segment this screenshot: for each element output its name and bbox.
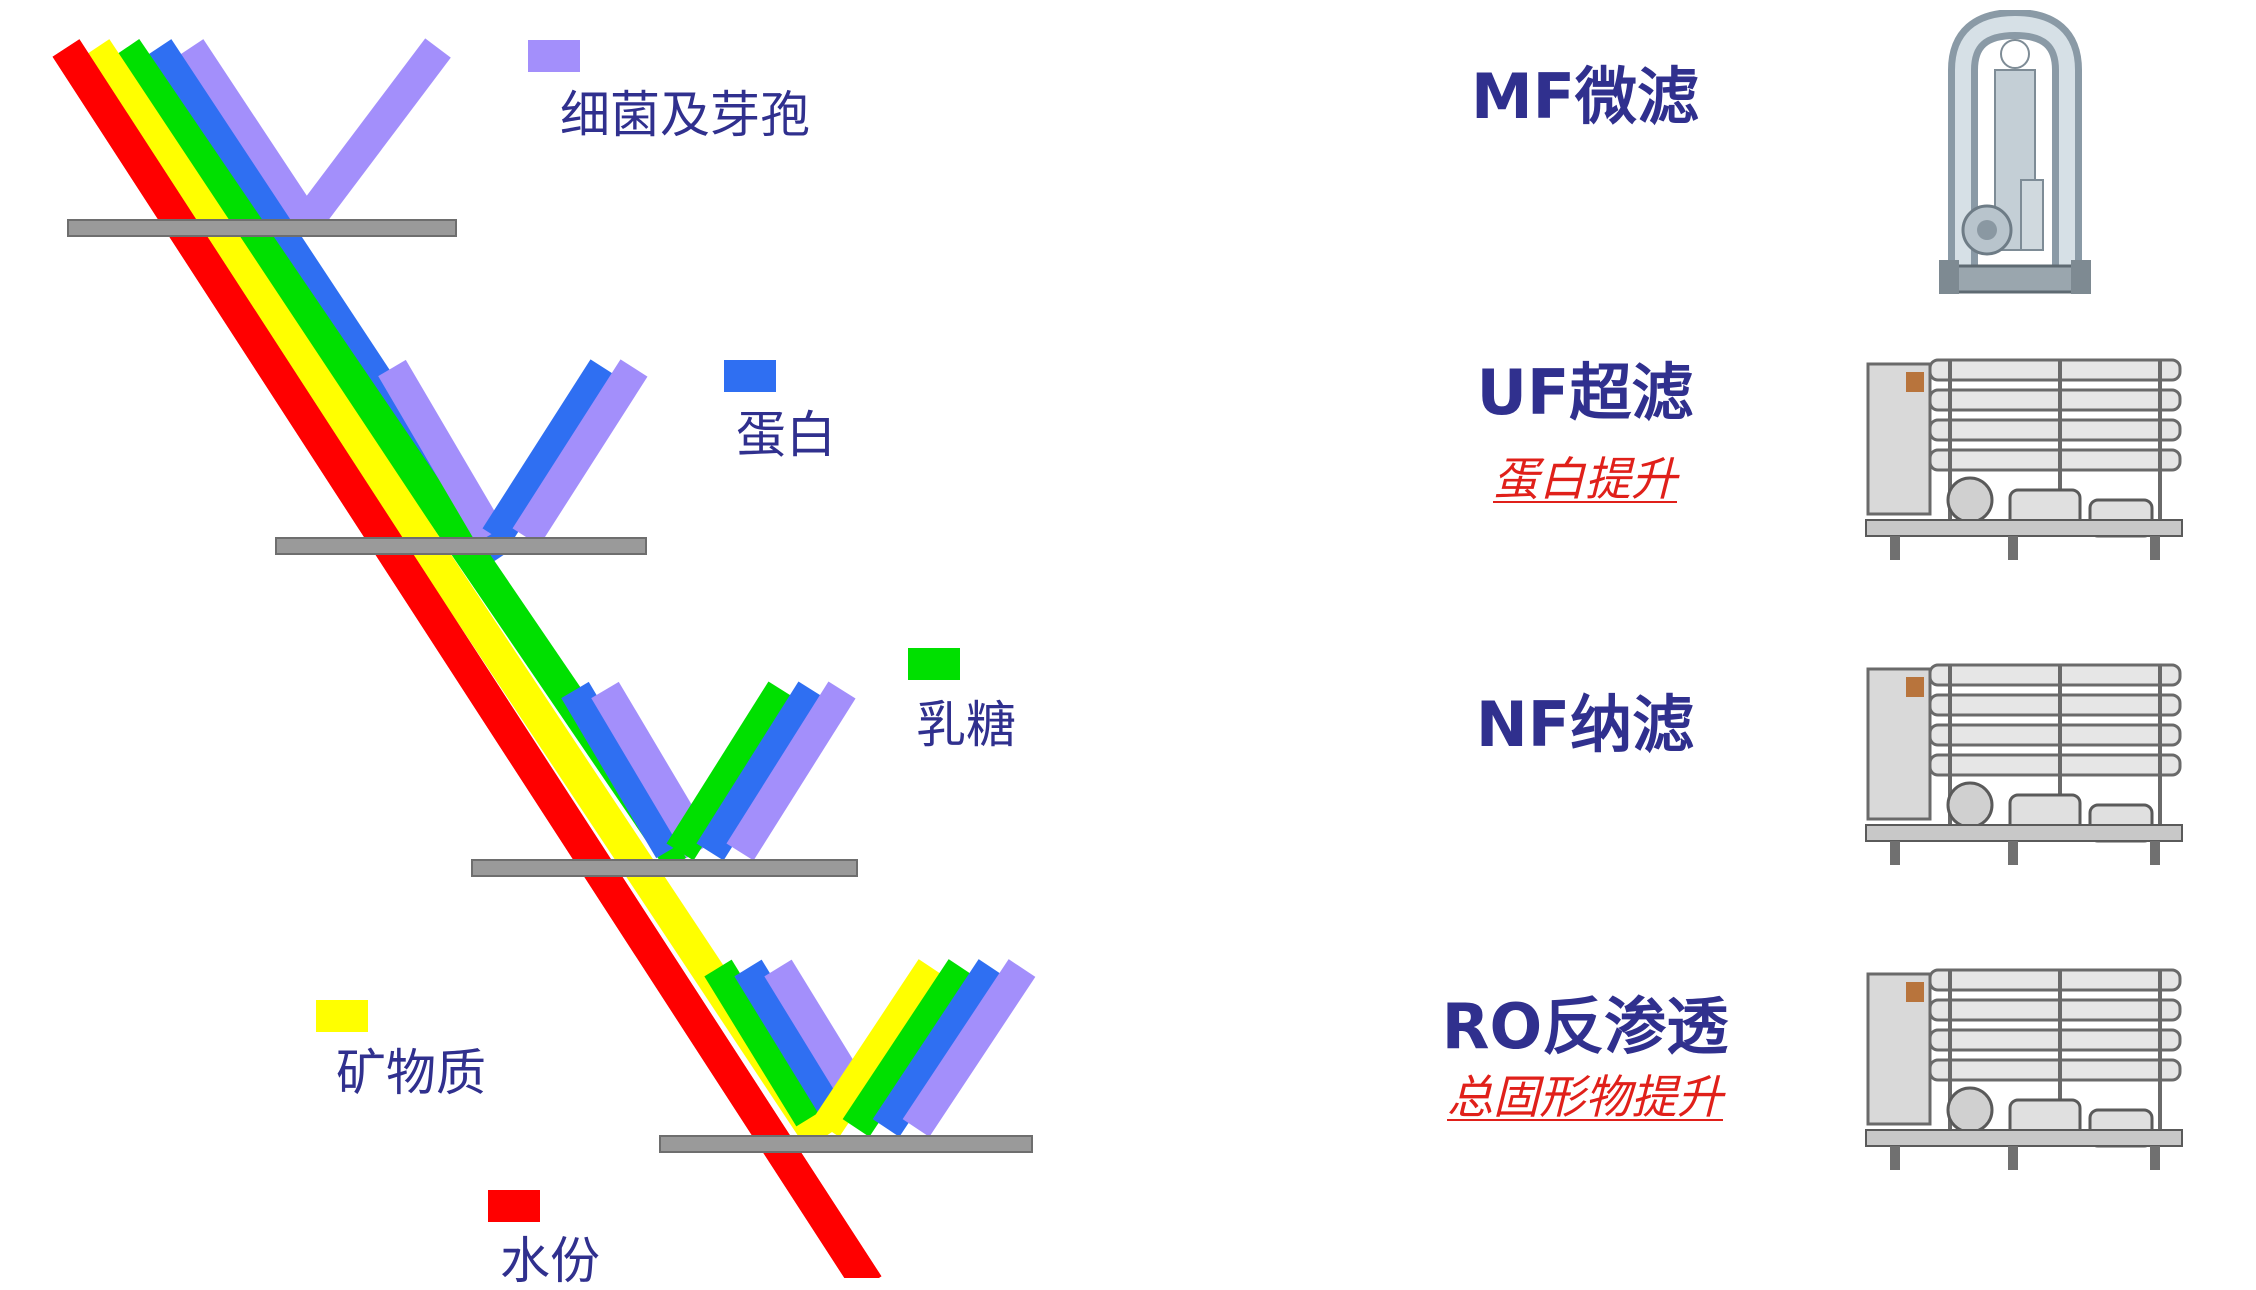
nf-stage-title: NF纳滤 bbox=[1475, 688, 1695, 761]
legend-lactose: 乳糖 bbox=[916, 696, 1016, 754]
ro-retentate-lactose-right bbox=[842, 959, 976, 1137]
nf-membrane-skid-icon bbox=[1865, 663, 2183, 865]
ro-stage-subtitle: 总固形物提升 bbox=[1447, 1070, 1723, 1124]
legend-water: 水份 bbox=[500, 1232, 600, 1290]
mf-retentate-bacteria bbox=[294, 38, 451, 232]
ro-retentate-lactose bbox=[704, 959, 824, 1127]
tubular-mf-unit-icon bbox=[1939, 10, 2091, 294]
legend-protein: 蛋白 bbox=[736, 406, 836, 464]
bacteria-swatch bbox=[528, 40, 580, 72]
legend-bacteria-spores: 细菌及芽孢 bbox=[560, 86, 810, 144]
separation-diagram bbox=[52, 38, 1036, 1278]
uf-stage-subtitle: 蛋白提升 bbox=[1493, 452, 1677, 506]
uf-membrane bbox=[275, 537, 647, 555]
nf-membrane bbox=[471, 859, 858, 877]
ro-retentate-protein bbox=[734, 959, 854, 1127]
uf-membrane-skid-icon bbox=[1865, 358, 2183, 560]
minerals-swatch bbox=[316, 1000, 368, 1032]
ro-membrane bbox=[659, 1135, 1033, 1153]
nf-retentate-lactose bbox=[666, 681, 796, 861]
nf-retentate-protein bbox=[561, 681, 684, 859]
mf-membrane bbox=[67, 219, 457, 237]
mf-stage-title: MF微滤 bbox=[1470, 60, 1700, 133]
uf-stage-title: UF超滤 bbox=[1476, 356, 1694, 429]
nf-retentate-protein-right bbox=[696, 681, 826, 861]
water-stream-top bbox=[52, 39, 882, 1278]
ro-retentate-minerals bbox=[812, 959, 946, 1137]
ro-membrane-skid-icon bbox=[1865, 968, 2183, 1170]
uf-retentate-protein bbox=[482, 359, 618, 546]
legend-minerals: 矿物质 bbox=[336, 1044, 486, 1102]
water-swatch bbox=[488, 1190, 540, 1222]
nf-retentate-bacteria-right bbox=[726, 681, 856, 861]
ro-retentate-protein-right bbox=[872, 959, 1006, 1137]
lactose-swatch bbox=[908, 648, 960, 680]
ro-retentate-bacteria-right bbox=[902, 959, 1036, 1137]
uf-retentate-bacteria bbox=[378, 359, 504, 544]
ro-stage-title: RO反渗透 bbox=[1441, 990, 1729, 1063]
protein-swatch bbox=[724, 360, 776, 392]
uf-retentate-bacteria-right bbox=[512, 359, 648, 546]
bacteria-stream bbox=[176, 39, 321, 234]
